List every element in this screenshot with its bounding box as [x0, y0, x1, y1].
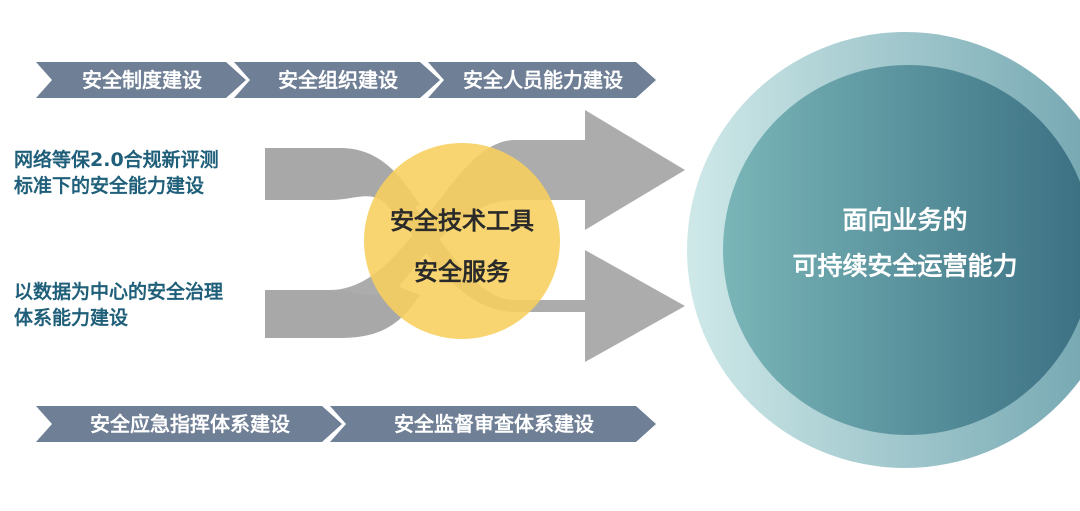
goal-circle: 面向业务的 可持续安全运营能力	[687, 32, 1080, 468]
left-input-1-line-1: 网络等保2.0合规新评测	[14, 148, 219, 171]
left-input-1-line-2: 标准下的安全能力建设	[14, 174, 204, 197]
left-inputs: 网络等保2.0合规新评测 标准下的安全能力建设 以数据为中心的安全治理 体系能力…	[14, 148, 223, 329]
top-step-3: 安全人员能力建设	[463, 68, 623, 92]
goal-line-1: 面向业务的	[842, 206, 967, 235]
left-input-2-line-2: 体系能力建设	[14, 306, 128, 329]
top-step-2-shape	[234, 62, 440, 98]
goal-line-2: 可持续安全运营能力	[792, 252, 1017, 281]
bottom-step-2-shape	[330, 406, 656, 442]
bottom-step-1: 安全应急指挥体系建设	[90, 412, 290, 436]
center-item-1: 安全技术工具	[390, 207, 534, 235]
bottom-steps: 安全应急指挥体系建设 安全监督审查体系建设	[36, 406, 656, 442]
left-input-2-line-1: 以数据为中心的安全治理	[14, 280, 223, 303]
top-step-1: 安全制度建设	[82, 68, 202, 92]
top-steps: 安全制度建设 安全组织建设 安全人员能力建设	[36, 62, 656, 98]
bottom-step-1-shape	[36, 406, 342, 442]
center-item-2: 安全服务	[414, 258, 511, 286]
center-disc	[364, 143, 560, 339]
top-step-2: 安全组织建设	[278, 68, 398, 92]
top-step-3-shape	[428, 62, 656, 98]
arrow-top-to-bottom	[265, 148, 685, 362]
bottom-step-2: 安全监督审查体系建设	[394, 412, 594, 436]
top-step-1-shape	[36, 62, 246, 98]
goal-inner-disc	[723, 65, 1080, 435]
center-circle: 安全技术工具 安全服务	[364, 143, 560, 339]
arrow-band-bottom	[265, 285, 420, 338]
arrow-bottom-to-top	[265, 110, 685, 338]
